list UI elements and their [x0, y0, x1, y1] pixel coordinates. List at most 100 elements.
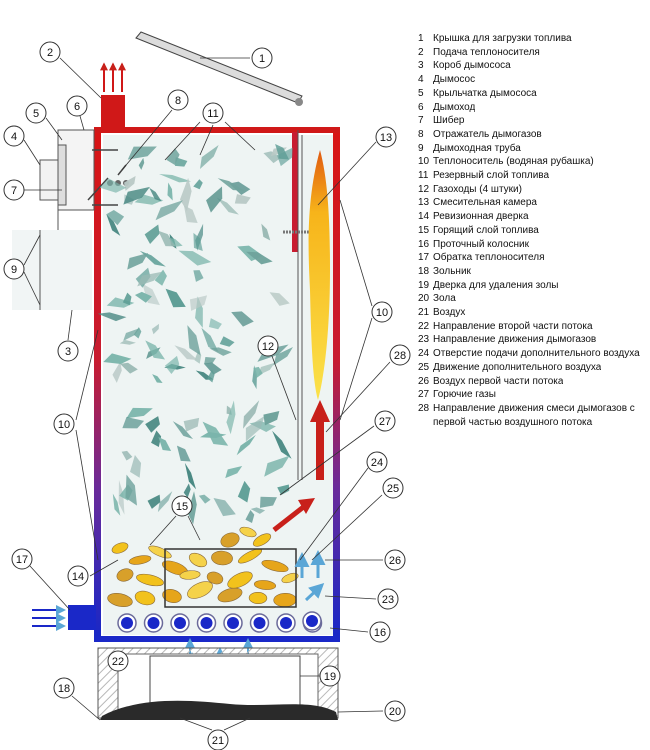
- fuel-piece: [187, 325, 201, 356]
- fuel-piece: [152, 374, 163, 384]
- reserve-fuel-layer: [97, 144, 293, 525]
- fuel-piece: [213, 497, 236, 517]
- callout-number: 11: [207, 108, 218, 120]
- legend-number: 23: [418, 334, 430, 346]
- legend-number: 17: [418, 252, 430, 264]
- callout-number: 23: [382, 594, 394, 606]
- burning-fuel-piece: [136, 573, 164, 587]
- grate-tube-core: [227, 617, 239, 629]
- legend-text: Движение дополнительного воздуха: [433, 361, 602, 373]
- callout-leader: [187, 515, 201, 541]
- callout-circle: [25, 102, 47, 124]
- callout-circle: [202, 102, 224, 124]
- callout-leader: [329, 627, 369, 633]
- legend-number: 18: [418, 265, 430, 277]
- legend-number: 5: [418, 87, 424, 99]
- legend-text: Смесительная камера: [433, 197, 537, 209]
- callout-number: 27: [379, 416, 391, 428]
- legend-text: Воздух первой части потока: [433, 375, 564, 387]
- legend-number: 14: [418, 211, 430, 223]
- callout-leader: [79, 115, 85, 131]
- fuel-piece: [122, 292, 132, 306]
- callout-number: 10: [376, 307, 388, 319]
- burning-fuel-piece: [206, 571, 224, 585]
- callout-leader: [279, 425, 375, 496]
- callout-circle: [67, 565, 89, 587]
- legend-number: 13: [418, 197, 430, 209]
- callout-circle: [3, 179, 25, 201]
- legend-text: Подача теплоносителя: [433, 46, 540, 58]
- fuel-piece: [246, 251, 273, 265]
- callout-circle: [371, 301, 393, 323]
- burning-fuel-piece: [281, 572, 299, 584]
- fuel-piece: [234, 194, 251, 204]
- legend-text: Воздух: [433, 307, 466, 319]
- burning-fuel-piece: [237, 548, 263, 564]
- callout-circle: [319, 665, 341, 687]
- legend-number: 19: [418, 279, 430, 291]
- fuel-piece: [103, 353, 132, 365]
- fuel-piece: [201, 327, 219, 353]
- fuel-piece: [245, 415, 265, 442]
- legend-number: 28: [418, 402, 430, 414]
- smoke-exhauster-box: [12, 129, 129, 310]
- fuel-piece: [250, 507, 266, 514]
- callout-number: 25: [387, 483, 399, 495]
- legend-number: 12: [418, 183, 430, 195]
- fuel-piece: [172, 421, 194, 439]
- fuel-piece: [112, 361, 122, 383]
- burning-fuel-piece: [211, 550, 233, 566]
- callout-number: 5: [33, 108, 39, 120]
- fuel-piece: [126, 407, 153, 419]
- callout-circle: [53, 413, 75, 435]
- callout-circle: [3, 125, 25, 147]
- callout-leader: [75, 429, 99, 561]
- callout-leader: [89, 559, 119, 577]
- fuel-piece: [157, 491, 173, 513]
- legend-text: Горючие газы: [433, 389, 496, 401]
- fuel-piece: [183, 417, 200, 432]
- fuel-piece: [253, 366, 263, 379]
- callout-number: 21: [212, 735, 224, 747]
- fuel-piece: [106, 297, 135, 308]
- burning-fuel-piece: [179, 570, 201, 580]
- fuel-loading-lid: [135, 31, 303, 106]
- legend-number: 22: [418, 320, 430, 332]
- fuel-piece: [119, 339, 136, 345]
- water-jacket: [94, 127, 340, 642]
- callout-markers: 1234567891011121314151617181920212223242…: [3, 41, 411, 750]
- burning-fuel-piece: [253, 580, 277, 590]
- fuel-piece: [245, 510, 255, 523]
- fuel-piece: [231, 311, 254, 327]
- callout-number: 2: [47, 47, 53, 59]
- callout-circle: [171, 495, 193, 517]
- fuel-piece: [216, 197, 239, 215]
- callout-circle: [384, 549, 406, 571]
- legend-text: Резервный слой топлива: [433, 170, 550, 182]
- fuel-piece: [106, 210, 125, 226]
- burning-fuel-piece: [217, 587, 243, 603]
- fuel-piece: [277, 147, 293, 167]
- fuel-piece: [151, 323, 160, 335]
- callout-number: 1: [259, 53, 265, 65]
- fuel-piece: [158, 436, 172, 451]
- legend-number: 8: [418, 128, 424, 140]
- burning-fuel-piece: [248, 591, 268, 605]
- legend-number: 26: [418, 375, 430, 387]
- grate-tube-core: [147, 617, 160, 629]
- callout-circle: [374, 410, 396, 432]
- legend-number: 11: [418, 170, 429, 182]
- return-pipe: [32, 605, 96, 631]
- grate-tube-core: [280, 617, 292, 629]
- callout-leader: [164, 121, 201, 161]
- callout-circle: [53, 677, 75, 699]
- legend-text: Дымосос: [433, 74, 476, 86]
